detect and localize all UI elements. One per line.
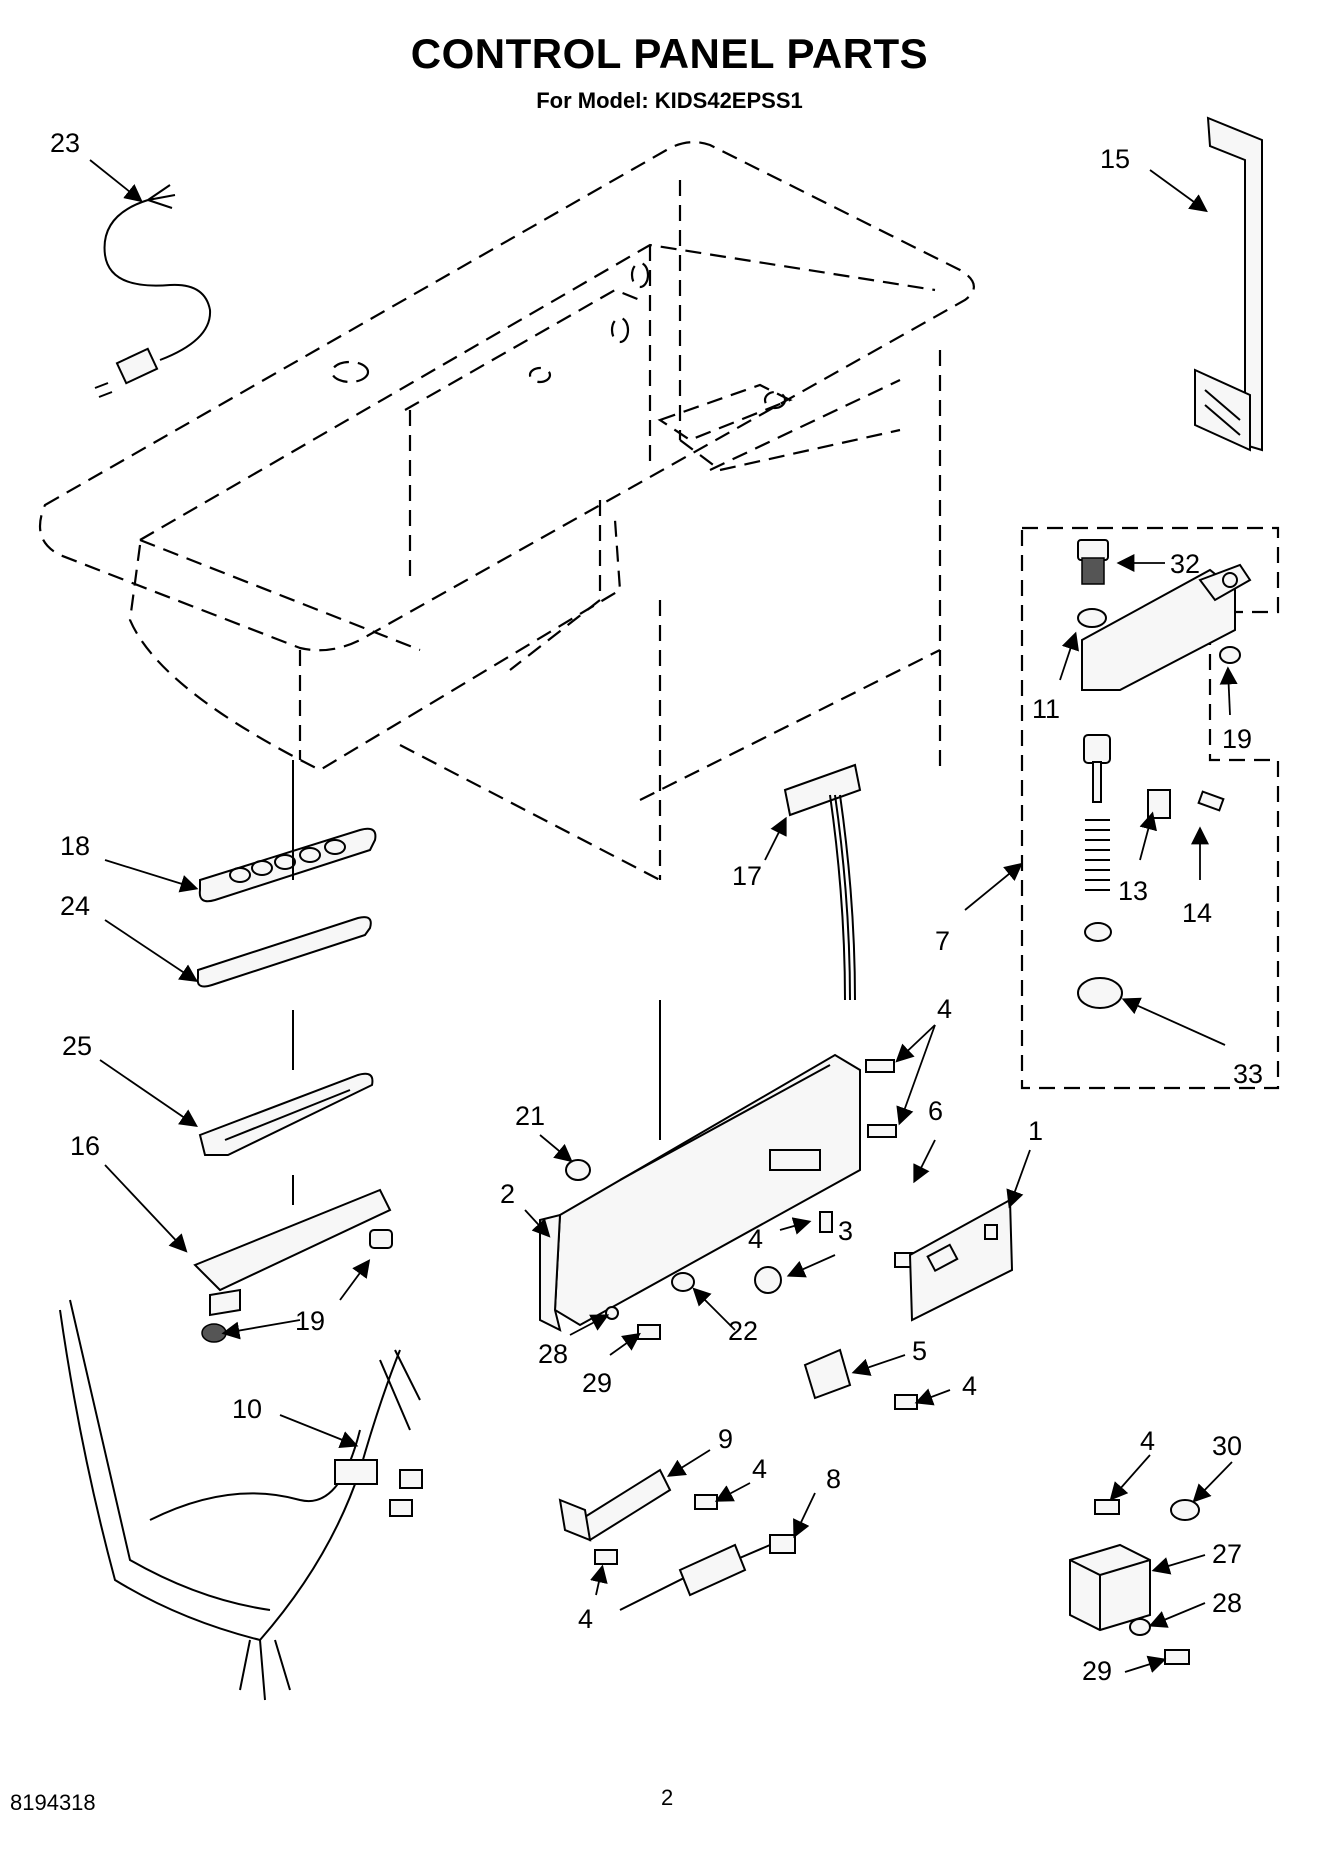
callout-labels: 23 15 32 11 19 13 14 7 33 18 24 17 4 25 …	[50, 128, 1263, 1686]
valve-assembly-parts	[1077, 539, 1252, 1009]
callout-4-top: 4	[937, 994, 952, 1024]
callout-6: 6	[928, 1096, 943, 1126]
callout-27: 27	[1212, 1539, 1242, 1569]
tub-outline	[38, 141, 975, 881]
callout-7: 7	[935, 926, 950, 956]
power-cord-part	[94, 184, 212, 398]
callout-25: 25	[62, 1031, 92, 1061]
bracket-and-cord-parts	[558, 1468, 796, 1611]
callout-19-top: 19	[1222, 724, 1252, 754]
callout-14: 14	[1182, 898, 1212, 928]
callout-4-mid: 4	[748, 1224, 763, 1254]
callout-13: 13	[1118, 876, 1148, 906]
callout-10: 10	[232, 1394, 262, 1424]
callout-11: 11	[1032, 694, 1060, 724]
control-bracket-part	[539, 1000, 861, 1332]
callout-16: 16	[70, 1131, 100, 1161]
bracket-strip-part	[1194, 116, 1263, 452]
callout-32: 32	[1170, 549, 1200, 579]
small-hardware	[565, 1059, 918, 1410]
callout-21: 21	[515, 1101, 545, 1131]
callout-9: 9	[718, 1424, 733, 1454]
callout-4-bottom: 4	[578, 1604, 593, 1634]
callout-18: 18	[60, 831, 90, 861]
ribbon-cable-part	[783, 763, 862, 1001]
callout-4-right: 4	[962, 1371, 977, 1401]
control-panel-board-part	[908, 1198, 1014, 1322]
wire-harness-part	[59, 1299, 423, 1701]
callout-22: 22	[728, 1316, 758, 1346]
callout-3: 3	[838, 1216, 853, 1246]
callout-17: 17	[732, 861, 762, 891]
bottom-right-parts	[1069, 1499, 1200, 1665]
callout-19-bottom: 19	[295, 1306, 325, 1336]
callout-1: 1	[1028, 1116, 1043, 1146]
callout-28-left: 28	[538, 1339, 568, 1369]
callout-2: 2	[500, 1179, 515, 1209]
callout-4-br: 4	[1140, 1426, 1155, 1456]
leader-lines	[89, 159, 1238, 1673]
callout-28-right: 28	[1212, 1588, 1242, 1618]
callout-23: 23	[50, 128, 80, 158]
document-number: 8194318	[10, 1790, 96, 1815]
callout-8: 8	[826, 1464, 841, 1494]
page-title: CONTROL PANEL PARTS	[410, 30, 929, 77]
callout-24: 24	[60, 891, 90, 921]
callout-30: 30	[1212, 1431, 1242, 1461]
callout-33: 33	[1233, 1059, 1263, 1089]
model-subtitle: For Model: KIDS42EPSS1	[536, 88, 803, 113]
page-number: 2	[661, 1785, 674, 1810]
callout-5: 5	[912, 1336, 927, 1366]
callout-15: 15	[1100, 144, 1130, 174]
button-pad-parts	[193, 760, 393, 1343]
callout-29-left: 29	[582, 1368, 612, 1398]
callout-29-right: 29	[1082, 1656, 1112, 1686]
callout-4-lower: 4	[752, 1454, 767, 1484]
assembly-box-7	[1020, 526, 1280, 1090]
